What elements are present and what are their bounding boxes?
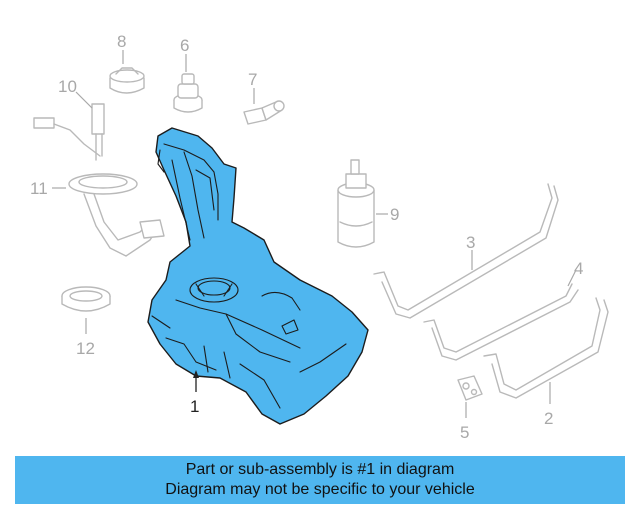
leader-1-arrow: [193, 370, 199, 378]
part-7-elbow-fitting[interactable]: [243, 100, 285, 125]
callout-2[interactable]: 2: [544, 409, 553, 428]
part-4-tank-strap[interactable]: [423, 283, 579, 361]
banner-line-part: Part or sub-assembly is #1 in diagram: [185, 461, 455, 478]
banner-line-disclaimer: Diagram may not be specific to your vehi…: [165, 481, 475, 498]
callout-12[interactable]: 12: [76, 339, 95, 358]
part-12-seal-ring[interactable]: [61, 286, 111, 312]
part-11-pump-module[interactable]: [68, 173, 165, 257]
part-6-sender[interactable]: [173, 73, 203, 113]
callout-10[interactable]: 10: [58, 77, 77, 96]
callout-11[interactable]: 11: [30, 179, 48, 198]
leader-10: [75, 91, 93, 109]
callout-6[interactable]: 6: [180, 36, 189, 55]
part-5-bracket[interactable]: [457, 375, 483, 401]
part-3-tank-strap[interactable]: [373, 183, 559, 319]
leader-4: [567, 269, 577, 287]
callout-5[interactable]: 5: [460, 423, 469, 442]
part-info-banner: Part or sub-assembly is #1 in diagram Di…: [15, 456, 625, 504]
part-9-fuel-filter[interactable]: [337, 159, 375, 248]
part-1-fuel-tank[interactable]: [147, 127, 369, 425]
callout-7[interactable]: 7: [248, 70, 257, 89]
part-10-level-sensor[interactable]: [33, 103, 105, 161]
callout-1[interactable]: 1: [190, 397, 199, 416]
callout-3[interactable]: 3: [466, 233, 475, 252]
callout-4[interactable]: 4: [574, 259, 583, 278]
callout-9[interactable]: 9: [390, 205, 399, 224]
callout-8[interactable]: 8: [117, 32, 126, 51]
parts-diagram: 8 6 7 10 11 12: [30, 32, 609, 442]
part-8-lock-ring[interactable]: [109, 67, 145, 94]
part-2-tank-strap[interactable]: [483, 297, 609, 399]
